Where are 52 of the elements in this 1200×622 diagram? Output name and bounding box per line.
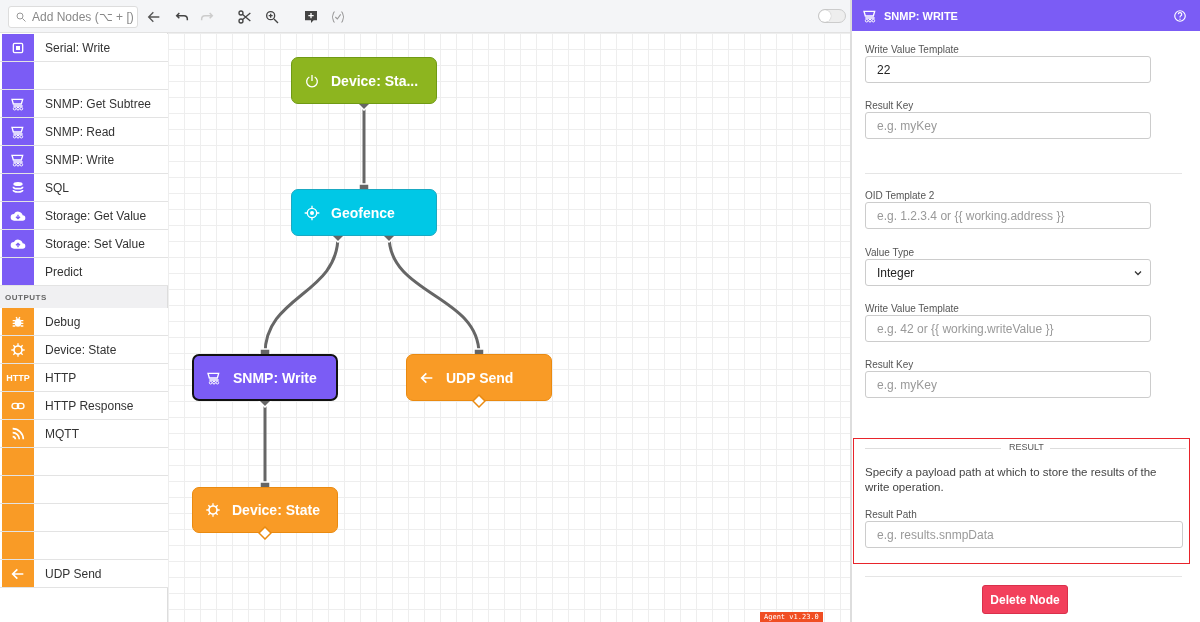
- node-title: Device: State: [232, 502, 320, 518]
- node-title: Device: Sta...: [331, 72, 419, 89]
- palette-item: HTTP HTTP: [0, 364, 168, 392]
- field-label: Value Type: [865, 247, 915, 258]
- panel-title: SNMP: WRITE: [884, 9, 958, 22]
- field-label: Result Key: [865, 359, 914, 370]
- palette-item: HTTP Response: [0, 392, 168, 420]
- palette-item: [0, 62, 168, 90]
- palette-item: MQTT: [0, 420, 168, 448]
- section-heading: OUTPUTS: [0, 286, 167, 308]
- palette-item: Device: State: [0, 336, 168, 364]
- palette-item: Storage: Get Value: [0, 202, 168, 230]
- highlight-frame: [853, 438, 1190, 564]
- palette-item: SNMP: Write: [0, 146, 168, 174]
- palette-item: Serial: Write: [0, 34, 168, 62]
- field-label: Result Key: [865, 100, 914, 111]
- input-field: e.g. results.snmpData: [865, 521, 1183, 548]
- field-label: OID Template 2: [865, 190, 935, 201]
- palette-item: SNMP: Read: [0, 118, 168, 146]
- input-field: e.g. 42 or {{ working.writeValue }}: [865, 315, 1151, 342]
- description-text: Specify a payload path at which to store the results of the write operation.: [865, 465, 1158, 495]
- node-title: UDP Send: [446, 369, 514, 386]
- delete-button: Delete Node: [982, 585, 1068, 614]
- palette-item: Storage: Set Value: [0, 230, 168, 258]
- workflow-node: [192, 487, 338, 533]
- input-field: 22: [865, 56, 1151, 83]
- input-field: e.g. 1.2.3.4 or {{ working.address }}: [865, 202, 1151, 229]
- node-title: Geofence: [331, 204, 395, 221]
- field-label: Write Value Template: [865, 44, 959, 55]
- palette-item: [0, 448, 168, 476]
- palette-item: [0, 532, 168, 560]
- input-field: e.g. myKey: [865, 371, 1151, 398]
- palette-item: Debug: [0, 308, 168, 336]
- field-label: Result Path: [865, 509, 917, 520]
- field-label: Write Value Template: [865, 303, 959, 314]
- input-field: e.g. myKey: [865, 112, 1151, 139]
- palette-item: SNMP: Get Subtree: [0, 90, 168, 118]
- workflow-node: [291, 189, 437, 236]
- panel-header: [852, 0, 1200, 31]
- palette-item: Predict: [0, 258, 168, 286]
- palette-item: [0, 504, 168, 532]
- palette-item: UDP Send: [0, 560, 168, 588]
- workflow-node: [291, 57, 437, 104]
- icon-text: HTTP: [6, 372, 30, 383]
- section-heading: RESULT: [1009, 442, 1044, 452]
- search-field: Add Nodes (⌥ + [): [8, 6, 138, 28]
- dropdown-select: Integer: [865, 259, 1151, 286]
- node-title: SNMP: Write: [233, 369, 317, 386]
- workflow-node: [192, 354, 338, 401]
- palette-item: SQL: [0, 174, 168, 202]
- palette-item: [0, 476, 168, 504]
- workflow-node: [406, 354, 552, 401]
